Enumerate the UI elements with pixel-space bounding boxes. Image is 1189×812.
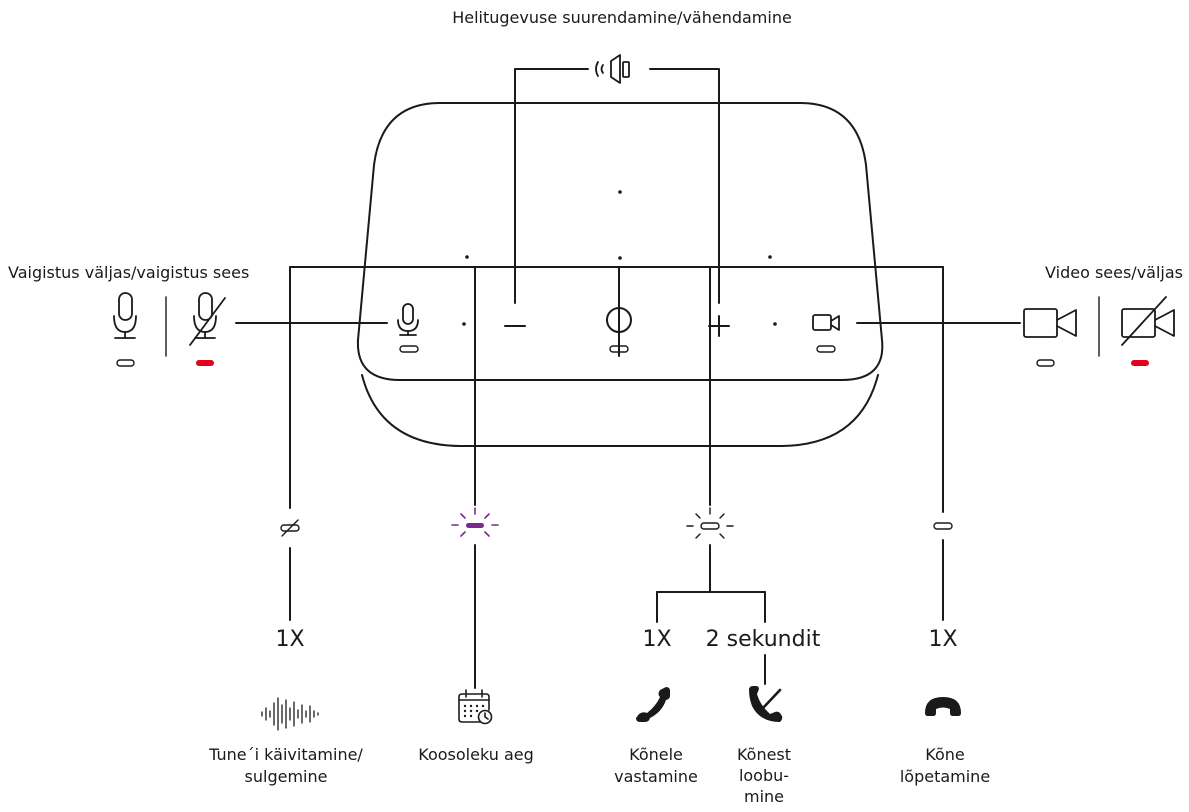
led-pulse-icon — [686, 507, 734, 539]
mic-led-red — [196, 360, 214, 366]
action-count: 1X — [642, 627, 672, 652]
volume-label: Helitugevuse suurendamine/vähendamine — [452, 8, 792, 27]
plus-icon[interactable] — [708, 315, 730, 337]
camera-led-red — [1131, 360, 1149, 366]
mic-muted-icon — [189, 292, 226, 346]
action-caption: Tune´i käivitamine/ sulgemine — [209, 745, 363, 786]
mic-led-off — [116, 359, 135, 367]
phone-end-icon — [925, 697, 961, 716]
action-caption: Kõnele vastamine — [614, 745, 698, 786]
led-off-icon — [933, 522, 953, 530]
mic-icon[interactable] — [397, 303, 419, 336]
surface-dots — [462, 190, 777, 326]
camera-led — [816, 345, 836, 353]
phone-decline-icon — [749, 686, 783, 722]
calendar-clock-icon — [458, 689, 493, 725]
speaker-icon — [595, 54, 630, 84]
action-caption: Kõnest loobu- mine — [736, 745, 792, 806]
action-caption: Kõne lõpetamine — [899, 745, 991, 786]
mic-led — [399, 345, 419, 353]
mic-icon — [113, 292, 137, 339]
action-tree — [289, 266, 944, 689]
device-body — [356, 102, 884, 447]
action-count: 2 sekundit — [705, 627, 821, 652]
action-count: 1X — [928, 627, 958, 652]
volume-leader — [514, 68, 720, 304]
mute-label: Vaigistus väljas/vaigistus sees — [8, 263, 250, 282]
led-pulse-icon — [451, 507, 499, 537]
camera-off-icon — [1121, 296, 1175, 346]
action-caption: Koosoleku aeg — [418, 745, 534, 764]
led-off-icon — [280, 519, 300, 537]
video-label: Video sees/väljas — [1045, 263, 1183, 282]
camera-led-off — [1036, 359, 1055, 367]
camera-icon — [1023, 308, 1077, 338]
action-count: 1X — [275, 627, 305, 652]
waveform-icon — [261, 697, 319, 731]
phone-icon — [636, 687, 670, 722]
camera-icon[interactable] — [812, 314, 840, 331]
